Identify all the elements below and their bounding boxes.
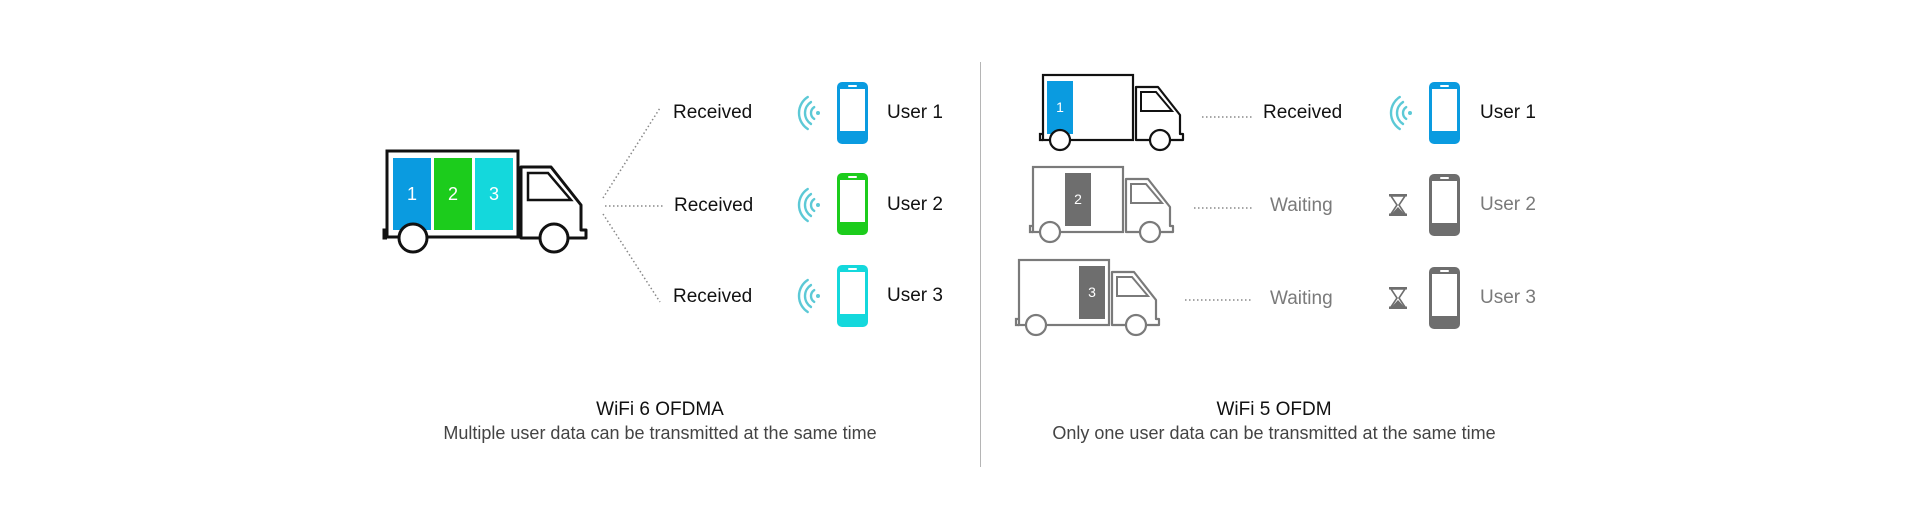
left-user-1: User 1 bbox=[887, 102, 943, 123]
cargo-block-2 bbox=[1065, 173, 1091, 226]
left-user-2: User 2 bbox=[887, 194, 943, 215]
wheel-icon bbox=[1048, 128, 1072, 152]
phone-icon-user-3 bbox=[837, 265, 868, 327]
truck-window bbox=[1130, 183, 1165, 204]
cargo-label-1: 1 bbox=[1056, 99, 1064, 115]
cargo-block-1 bbox=[1047, 81, 1073, 134]
right-caption-subtitle: Only one user data can be transmitted at… bbox=[1052, 423, 1496, 443]
phone-icon-user-2 bbox=[1429, 174, 1460, 236]
wheel-icon bbox=[1038, 220, 1062, 244]
dotted-connectors bbox=[602, 107, 663, 303]
left-status-3: Received bbox=[673, 286, 753, 307]
right-user-3: User 3 bbox=[1480, 287, 1536, 308]
cargo-label-2: 2 bbox=[1074, 191, 1082, 207]
left-user-3: User 3 bbox=[887, 285, 943, 306]
wheel-icon bbox=[397, 222, 429, 254]
cargo-block-3 bbox=[475, 158, 513, 230]
left-caption: WiFi 6 OFDMA Multiple user data can be t… bbox=[443, 398, 876, 444]
left-status-1: Received bbox=[673, 102, 753, 123]
wheel-icon bbox=[1024, 313, 1048, 337]
wifi-signal-icon bbox=[797, 187, 820, 223]
truck-user-2: 2 bbox=[1028, 165, 1175, 244]
phone-icon-user-1 bbox=[837, 82, 868, 144]
panel-divider bbox=[980, 62, 981, 467]
connector-user-1 bbox=[602, 107, 661, 199]
hourglass-icon bbox=[1389, 287, 1407, 309]
phone-icon-user-3 bbox=[1429, 267, 1460, 329]
truck-cab bbox=[1124, 177, 1175, 234]
truck-user-1: 1 bbox=[1038, 73, 1185, 152]
cargo-label-3: 3 bbox=[1088, 284, 1096, 300]
truck-cab bbox=[519, 165, 588, 240]
left-caption-title: WiFi 6 OFDMA bbox=[596, 399, 724, 420]
right-user-2: User 2 bbox=[1480, 194, 1536, 215]
cargo-label-2: 2 bbox=[448, 184, 458, 204]
truck-outline bbox=[385, 149, 520, 239]
truck-cab bbox=[1110, 270, 1161, 327]
truck-window bbox=[1140, 91, 1175, 112]
wheel-icon bbox=[1124, 313, 1148, 337]
wheel-icon bbox=[1138, 220, 1162, 244]
wheel-icon bbox=[538, 222, 570, 254]
cargo-label-3: 3 bbox=[489, 184, 499, 204]
wifi-signal-icon bbox=[797, 95, 820, 131]
truck-window bbox=[1116, 276, 1151, 297]
truck-multi-user: 1 2 3 bbox=[382, 149, 588, 254]
left-status-2: Received bbox=[674, 195, 754, 216]
hourglass-icon bbox=[1389, 194, 1407, 216]
wheel-icon bbox=[1148, 128, 1172, 152]
cargo-block-3 bbox=[1079, 266, 1105, 319]
truck-user-3: 3 bbox=[1014, 258, 1161, 337]
wifi-signal-icon bbox=[797, 278, 820, 314]
right-status-3: Waiting bbox=[1270, 288, 1333, 309]
cargo-block-1 bbox=[393, 158, 431, 230]
right-user-1: User 1 bbox=[1480, 102, 1536, 123]
connector-user-3 bbox=[602, 213, 661, 303]
cargo-label-1: 1 bbox=[407, 184, 417, 204]
cargo-block-2 bbox=[434, 158, 472, 230]
right-status-1: Received bbox=[1263, 102, 1343, 123]
wifi-signal-icon bbox=[1389, 95, 1412, 131]
left-caption-subtitle: Multiple user data can be transmitted at… bbox=[443, 423, 877, 443]
phone-icon-user-2 bbox=[837, 173, 868, 235]
truck-window bbox=[526, 171, 574, 202]
phone-icon-user-1 bbox=[1429, 82, 1460, 144]
right-caption-title: WiFi 5 OFDM bbox=[1216, 399, 1332, 420]
right-status-2: Waiting bbox=[1270, 195, 1333, 216]
truck-cab bbox=[1134, 85, 1185, 142]
right-caption: WiFi 5 OFDM Only one user data can be tr… bbox=[1052, 398, 1495, 444]
